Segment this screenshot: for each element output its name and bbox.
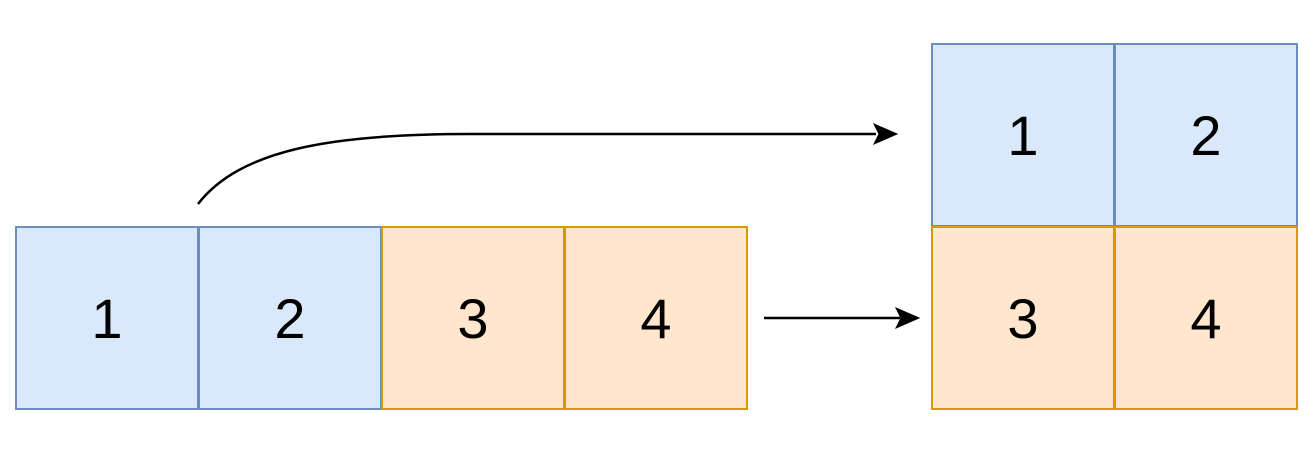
curved-arrow-head xyxy=(872,122,899,146)
flat-cell-2: 2 xyxy=(198,226,382,410)
flat-cell-1: 1 xyxy=(15,226,199,410)
curved-arrow-line xyxy=(197,132,876,205)
grid-cell-1: 1 xyxy=(931,43,1115,227)
flat-cell-4: 4 xyxy=(564,226,748,410)
flat-cell-3: 3 xyxy=(381,226,565,410)
grid-cell-4: 4 xyxy=(1114,226,1298,410)
curved-arrow xyxy=(197,122,899,205)
straight-arrow-head xyxy=(894,306,921,330)
grid-cell-3: 3 xyxy=(931,226,1115,410)
grid-cell-2: 2 xyxy=(1114,43,1298,227)
straight-arrow xyxy=(764,306,921,330)
